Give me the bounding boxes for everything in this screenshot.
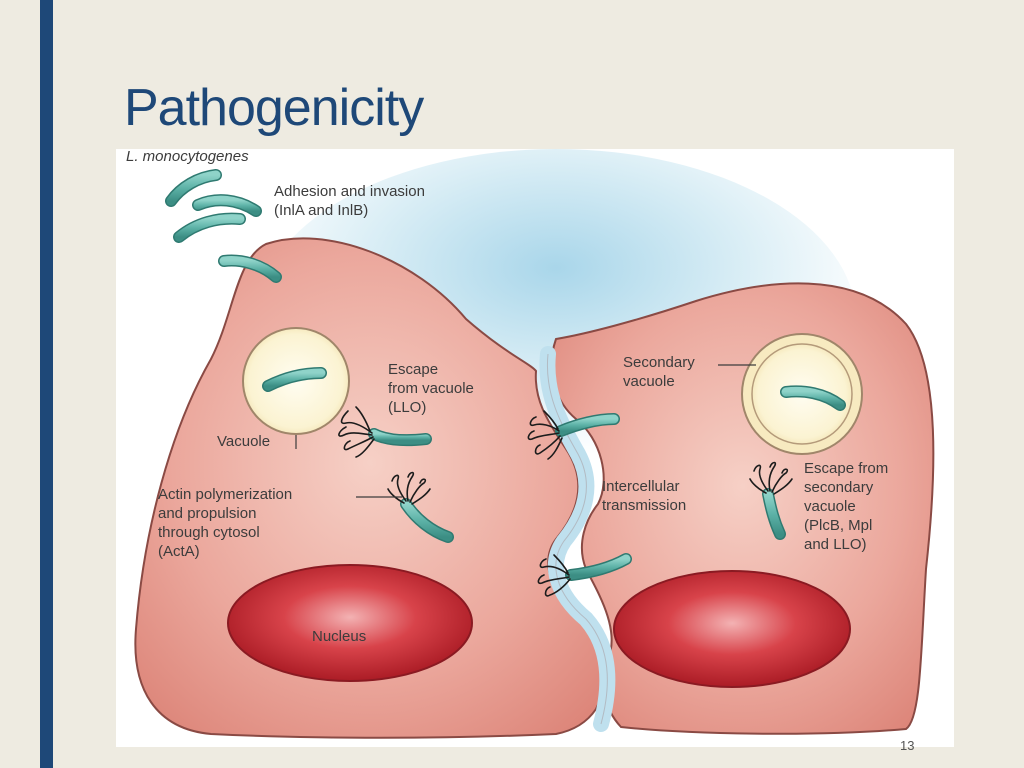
bacterium-in-secondary-vacuole-icon bbox=[780, 385, 846, 411]
actin-tails bbox=[338, 406, 793, 597]
bacterium-in-vacuole-icon bbox=[262, 367, 327, 392]
escape-secondary-label-line1: Escape from bbox=[804, 460, 888, 477]
bacterium-actin-icon bbox=[400, 498, 454, 543]
actin-tail-icon bbox=[338, 406, 375, 458]
adhesion-label-line1: Adhesion and invasion bbox=[274, 183, 425, 200]
escape-secondary-label-line3: vacuole bbox=[804, 498, 856, 515]
secondary-vacuole-label-line2: vacuole bbox=[623, 373, 675, 390]
nucleus-right bbox=[613, 570, 851, 688]
bacteria-group bbox=[165, 169, 846, 581]
actin-tail-icon bbox=[387, 471, 431, 505]
secondary-vacuole-label-line1: Secondary bbox=[623, 354, 695, 371]
actin-label-line3: through cytosol bbox=[158, 524, 260, 541]
page-number: 13 bbox=[900, 738, 915, 753]
intercellular-label-line1: Intercellular bbox=[602, 478, 680, 495]
bacterium-escape-secondary-icon bbox=[762, 488, 786, 540]
actin-tail-icon bbox=[537, 554, 571, 597]
nucleus-label: Nucleus bbox=[312, 628, 366, 645]
escape-secondary-label-line2: secondary bbox=[804, 479, 874, 496]
bacterium-icon bbox=[173, 212, 246, 243]
accent-bar bbox=[40, 0, 53, 768]
vacuole-label: Vacuole bbox=[217, 433, 270, 450]
actin-tail-icon bbox=[749, 461, 793, 495]
slide-title: Pathogenicity bbox=[124, 79, 424, 137]
bacterium-icon bbox=[192, 194, 262, 217]
bacterium-icon bbox=[165, 169, 222, 207]
actin-tail-icon bbox=[527, 410, 563, 460]
escape-secondary-label-line5: and LLO) bbox=[804, 536, 867, 553]
intercellular-channel bbox=[539, 346, 616, 732]
intercellular-label-line2: transmission bbox=[602, 497, 686, 514]
escape-label-line2: from vacuole bbox=[388, 380, 474, 397]
escape-secondary-label-line4: (PlcB, Mpl bbox=[804, 517, 872, 534]
pathogenicity-diagram: L. monocytogenes Adhesion and invasion (… bbox=[116, 149, 954, 747]
nucleus-left bbox=[227, 564, 473, 682]
actin-label-line1: Actin polymerization bbox=[158, 486, 292, 503]
leader-lines bbox=[295, 364, 756, 498]
actin-label-line4: (ActA) bbox=[158, 543, 200, 560]
organism-label: L. monocytogenes bbox=[126, 149, 249, 165]
bacterium-escaping-icon bbox=[368, 428, 432, 447]
escape-label-line3: (LLO) bbox=[388, 399, 426, 416]
bacterium-transmission-lower-icon bbox=[565, 553, 632, 581]
actin-label-line2: and propulsion bbox=[158, 505, 256, 522]
bacterium-transmission-upper-icon bbox=[555, 413, 620, 437]
adhesion-label-line2: (InlA and InlB) bbox=[274, 202, 368, 219]
escape-label-line1: Escape bbox=[388, 361, 438, 378]
bacterium-icon bbox=[218, 254, 282, 283]
